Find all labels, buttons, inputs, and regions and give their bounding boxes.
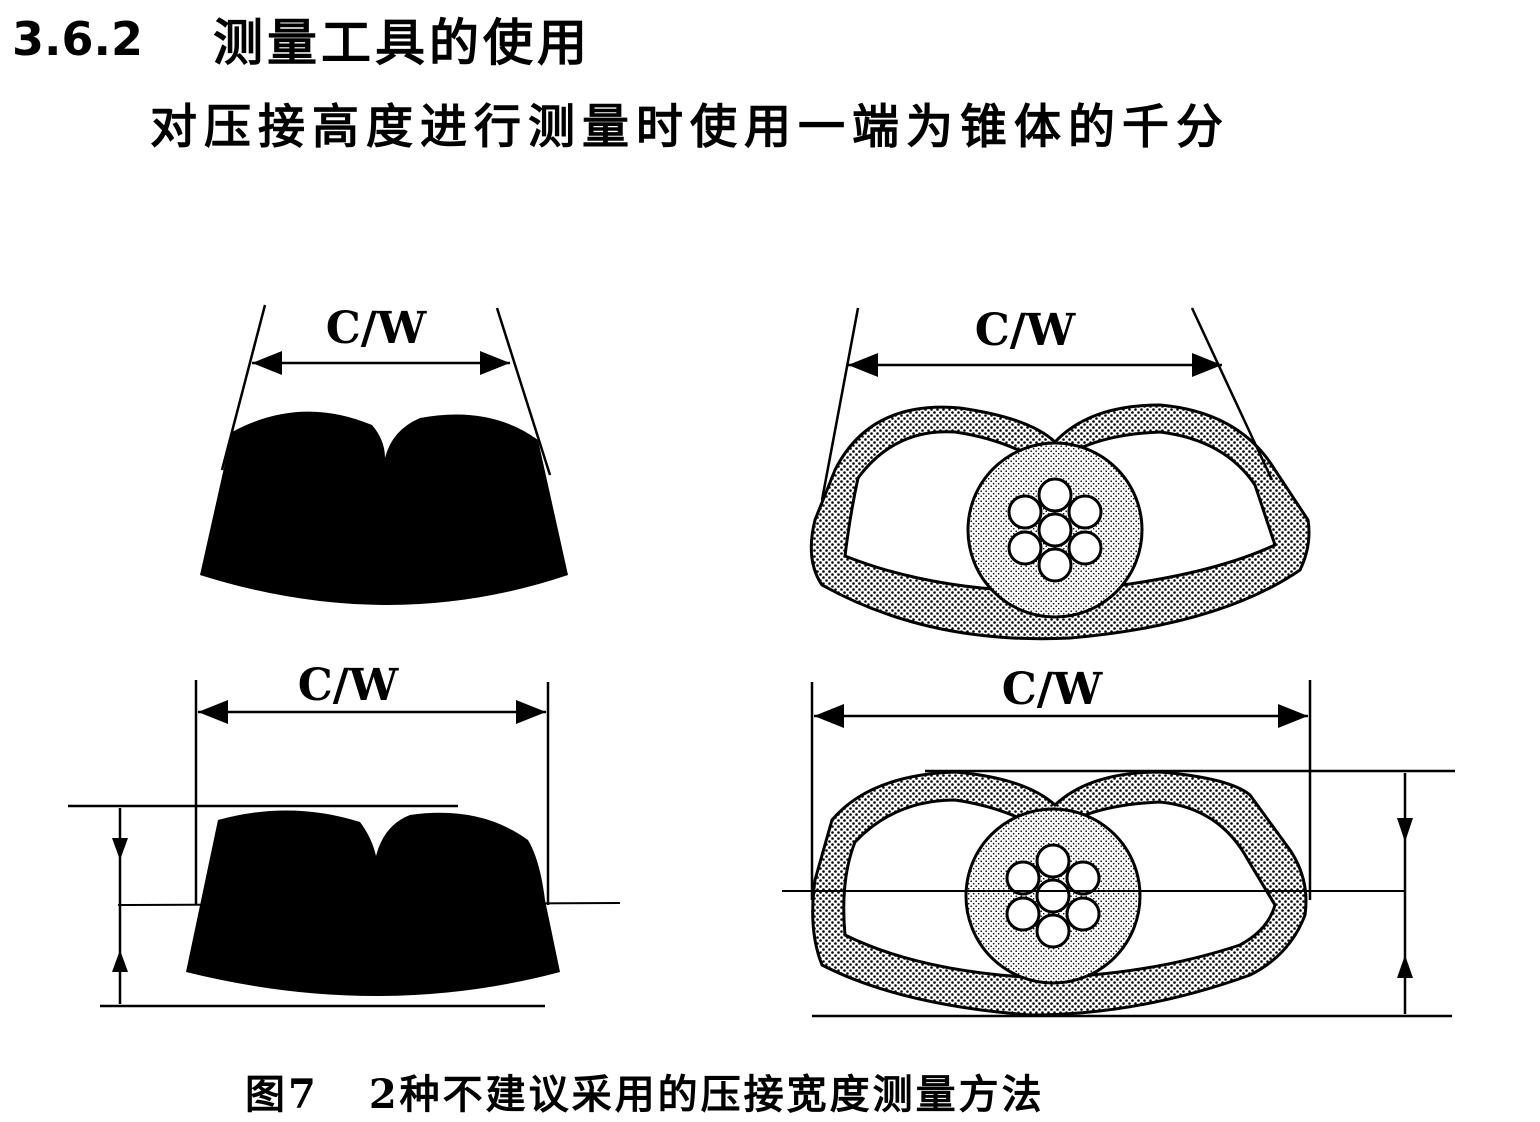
- section-title: 测量工具的使用: [212, 13, 591, 72]
- figure-number: 图7: [245, 1071, 319, 1118]
- cw-label-3: C/W: [975, 305, 1076, 356]
- crimp-solid-bottom: C/W: [68, 660, 621, 1008]
- section-heading: 3.6.2 测量工具的使用: [12, 4, 591, 74]
- section-number: 3.6.2: [12, 12, 143, 66]
- crimp-barrel-bottom: C/W: [782, 664, 1455, 1018]
- cw-label-2: C/W: [298, 660, 399, 711]
- figure-caption-text: 2种不建议采用的压接宽度测量方法: [368, 1071, 1045, 1118]
- crimp-solid-top: C/W: [200, 303, 568, 605]
- cw-label-4: C/W: [1002, 664, 1103, 715]
- crimp-barrel-top: C/W: [809, 305, 1311, 641]
- body-paragraph: 对压接高度进行测量时使用一端为锥体的千分: [150, 100, 1230, 155]
- figure-caption: 图7 2种不建议采用的压接宽度测量方法: [245, 1062, 1045, 1120]
- cw-label-1: C/W: [326, 303, 427, 354]
